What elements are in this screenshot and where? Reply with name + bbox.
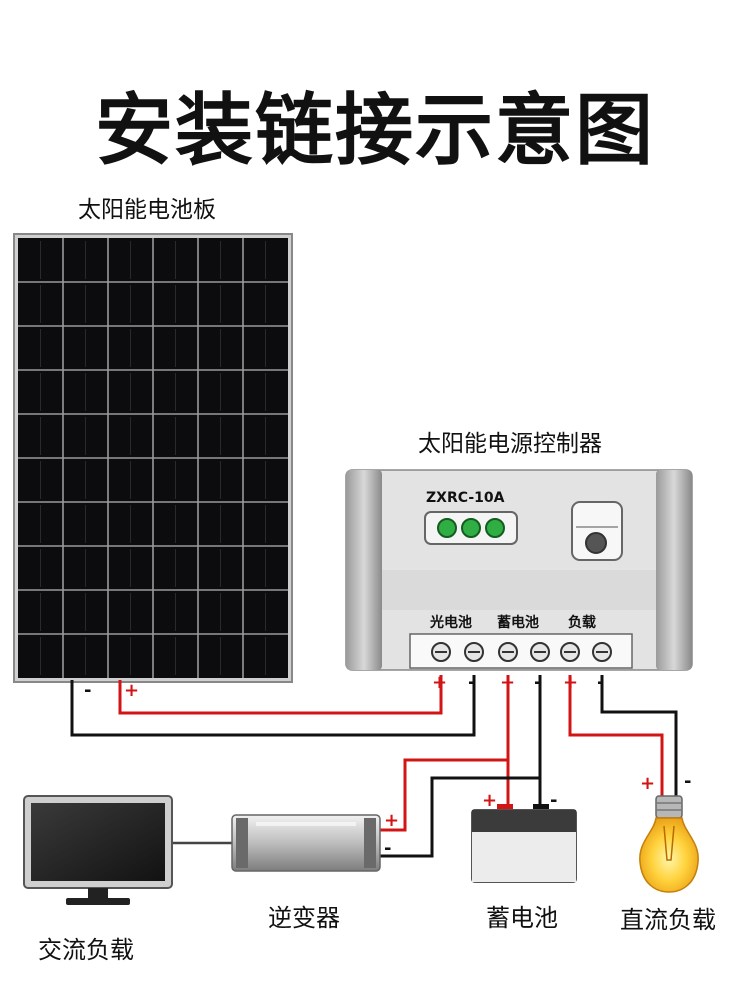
- panel-negative-sign: -: [84, 680, 91, 701]
- inverter-label: 逆变器: [268, 904, 340, 932]
- panel-cell-grid: [18, 238, 288, 678]
- load-positive-sign: +: [563, 672, 578, 693]
- wire-inverter-negative: [380, 776, 540, 858]
- bat-negative-sign: -: [534, 672, 541, 693]
- battery-negative-sign: -: [550, 790, 557, 811]
- load-negative-sign: -: [597, 672, 604, 693]
- wire-panel-negative: [70, 675, 476, 737]
- wire-load-positive: [568, 675, 664, 800]
- controller-button: [585, 532, 607, 554]
- panel-positive-sign: +: [124, 680, 139, 701]
- status-led-3: [485, 518, 505, 538]
- page-title: 安装链接示意图: [94, 86, 655, 176]
- solar-controller: ZXRC-10A 光电池 蓄电池 负载: [345, 469, 693, 671]
- terminal-label-pv: 光电池: [429, 614, 472, 631]
- battery: [471, 804, 577, 883]
- terminal-label-battery: 蓄电池: [497, 614, 539, 631]
- solar-panel: [13, 233, 293, 683]
- solar-panel-label: 太阳能电池板: [78, 197, 216, 223]
- wire-panel-positive: [118, 675, 443, 715]
- battery-label: 蓄电池: [486, 904, 558, 932]
- light-bulb-dc-load: [639, 795, 699, 893]
- terminal-label-load: 负载: [568, 614, 596, 631]
- bat-positive-sign: +: [500, 672, 515, 693]
- status-led-1: [437, 518, 457, 538]
- battery-positive-sign: +: [482, 790, 497, 811]
- bulb-negative-sign: -: [684, 771, 691, 792]
- inverter-positive-sign: +: [384, 810, 399, 831]
- wires: [70, 675, 678, 858]
- terminal-block: [431, 642, 612, 662]
- dc-load-label: 直流负载: [620, 906, 716, 934]
- controller-model: ZXRC-10A: [426, 490, 505, 506]
- controller-label: 太阳能电源控制器: [418, 431, 602, 457]
- monitor-ac-load: [23, 795, 173, 905]
- inverter-negative-sign: -: [384, 838, 391, 859]
- pv-negative-sign: -: [468, 672, 475, 693]
- polarity-signs: - + + - + - + - + - + - + -: [84, 672, 691, 859]
- wire-inverter-positive: [380, 758, 508, 832]
- inverter: [231, 814, 381, 872]
- pv-positive-sign: +: [432, 672, 447, 693]
- bulb-positive-sign: +: [640, 773, 655, 794]
- wire-load-negative: [600, 675, 678, 800]
- status-led-2: [461, 518, 481, 538]
- ac-load-label: 交流负载: [38, 936, 134, 964]
